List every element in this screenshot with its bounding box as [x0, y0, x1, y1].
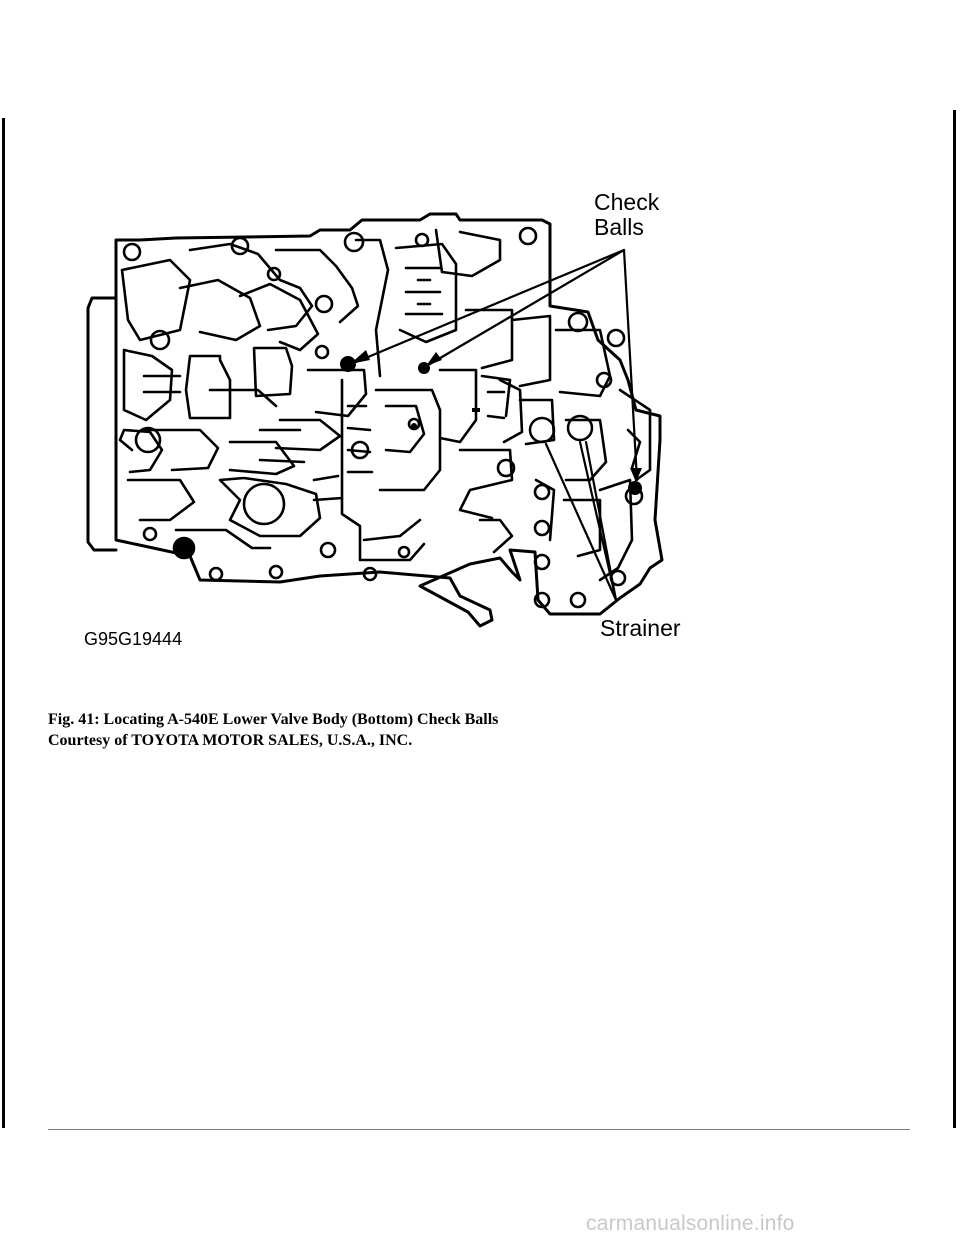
strainers — [528, 414, 594, 444]
fluid-passages — [118, 228, 652, 582]
caption-title: Fig. 41: Locating A-540E Lower Valve Bod… — [48, 711, 499, 728]
figure-code: G95G19444 — [84, 629, 182, 649]
valve-body-outline — [86, 212, 664, 628]
callout-leaders — [354, 248, 639, 602]
bolt-holes — [122, 226, 644, 609]
footer-rule — [48, 1129, 910, 1130]
figure-caption: Fig. 41: Locating A-540E Lower Valve Bod… — [48, 709, 498, 751]
check-balls-label-line1: Check — [594, 189, 660, 215]
page-edge-right — [953, 110, 956, 1128]
page-edge-left — [2, 118, 5, 1128]
arrowheads — [350, 350, 642, 482]
watermark: carmanualsonline.info — [586, 1212, 795, 1235]
caption-credit: Courtesy of TOYOTA MOTOR SALES, U.S.A., … — [48, 732, 413, 749]
filled-features — [175, 408, 480, 557]
strainer-label: Strainer — [600, 615, 681, 641]
check-balls — [340, 356, 642, 495]
check-balls-label-line2: Balls — [594, 214, 644, 240]
valve-body-diagram: Check Balls Strainer G95G19444 — [84, 189, 681, 649]
valve-body-figure: Check Balls Strainer G95G19444 — [80, 180, 700, 650]
